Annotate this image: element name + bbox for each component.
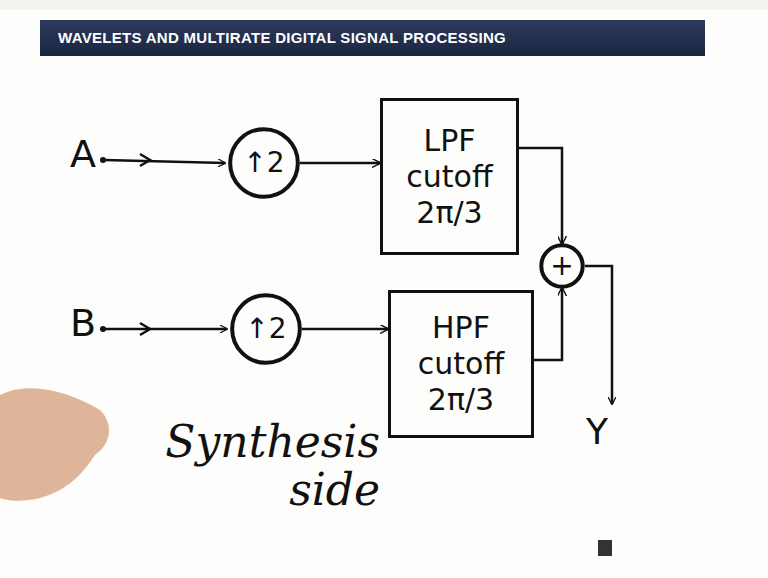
text-wrap: LPF cutoff 2π/3 bbox=[390, 123, 509, 231]
logo-mark bbox=[598, 540, 612, 556]
signal-name: Y bbox=[586, 412, 608, 452]
node-text: HPF cutoff 2π/3 bbox=[398, 310, 524, 418]
signal-name: A bbox=[70, 134, 96, 176]
signal-wire bbox=[300, 162, 380, 165]
input-wire bbox=[104, 328, 227, 331]
text-wrap: HPF cutoff 2π/3 bbox=[398, 310, 524, 418]
signal-wire bbox=[534, 288, 562, 360]
filter-box: LPF cutoff 2π/3 bbox=[380, 98, 519, 255]
filter-box: HPF cutoff 2π/3 bbox=[388, 290, 534, 438]
whiteboard-paper bbox=[0, 10, 768, 578]
hand bbox=[0, 388, 109, 501]
title: WAVELETS AND MULTIRATE DIGITAL SIGNAL PR… bbox=[58, 29, 506, 46]
input-wire bbox=[104, 160, 225, 163]
input-mid-arrow bbox=[140, 323, 150, 335]
signal-name: B bbox=[70, 303, 96, 345]
signal-wire bbox=[519, 148, 562, 244]
upsampler-circle: ↑2 bbox=[230, 293, 302, 365]
node-text: ↑2 bbox=[243, 146, 284, 180]
input-mid-arrow bbox=[140, 154, 150, 166]
text-wrap: + bbox=[550, 249, 573, 283]
text-wrap: ↑2 bbox=[243, 146, 284, 180]
node-text: ↑2 bbox=[245, 312, 286, 346]
node-text: + bbox=[550, 249, 573, 283]
upsampler-circle: ↑2 bbox=[228, 127, 300, 199]
text-wrap: ↑2 bbox=[245, 312, 286, 346]
output-wire bbox=[585, 266, 612, 404]
node-text: LPF cutoff 2π/3 bbox=[390, 123, 509, 231]
adder-circle: + bbox=[540, 244, 584, 288]
signal-wire bbox=[302, 328, 388, 331]
title-banner: WAVELETS AND MULTIRATE DIGITAL SIGNAL PR… bbox=[40, 20, 705, 56]
note: Synthesis side bbox=[118, 418, 380, 515]
